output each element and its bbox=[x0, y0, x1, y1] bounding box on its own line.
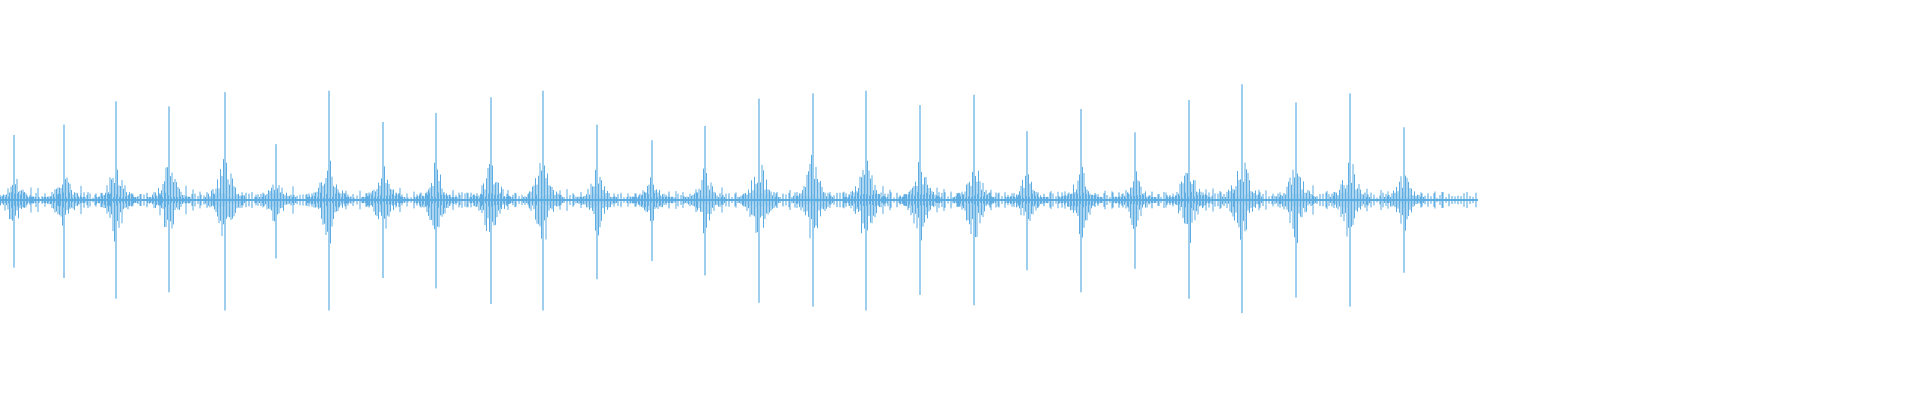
waveform-peaks bbox=[0, 84, 1450, 314]
